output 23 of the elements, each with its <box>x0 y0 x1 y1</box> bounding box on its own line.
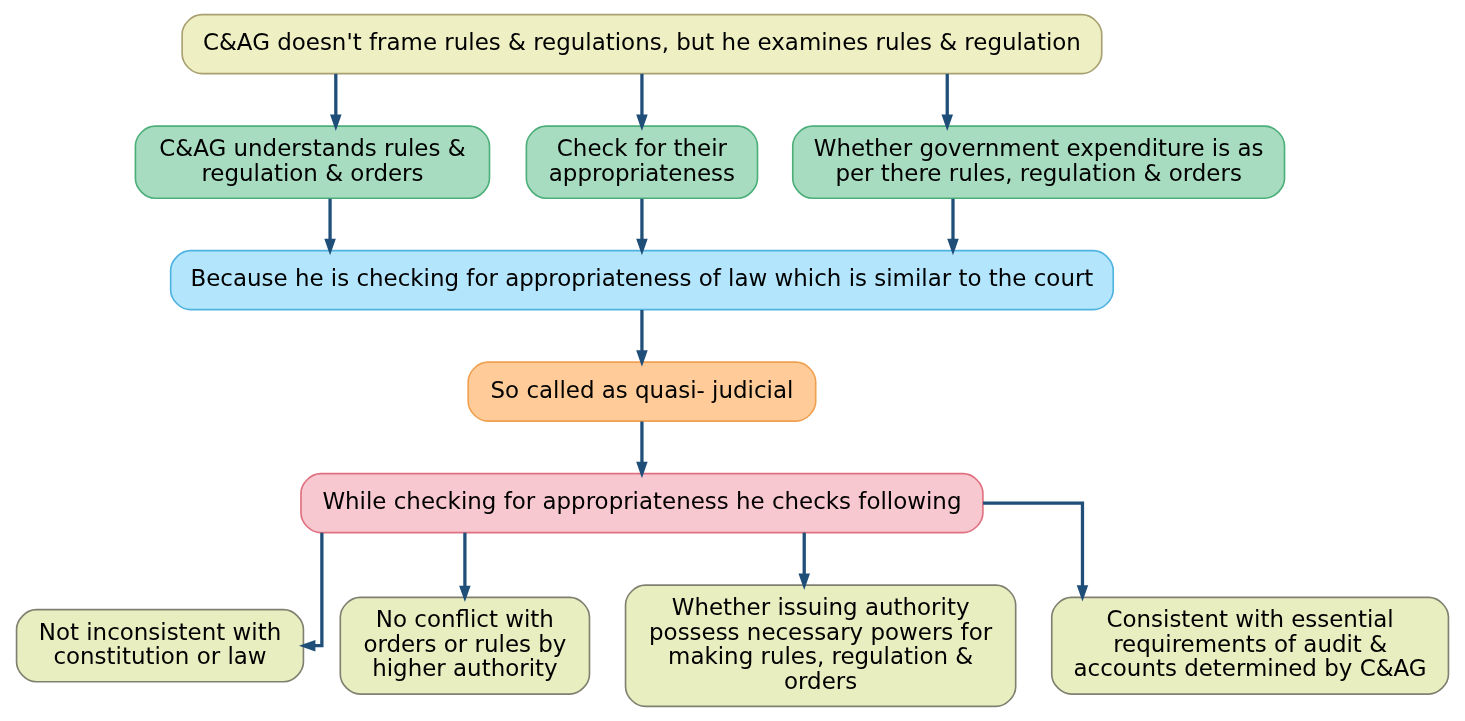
node-box: No conflict with orders or rules by higher authority <box>339 596 591 695</box>
arrow <box>941 73 953 131</box>
arrow <box>798 532 810 590</box>
arrow <box>636 310 648 367</box>
node-box: Whether issuing authority possess necessary powers for making rules, regulation & orders <box>624 584 1017 708</box>
arrow <box>330 73 342 131</box>
arrow <box>636 198 648 256</box>
arrow <box>983 501 1089 602</box>
arrow <box>636 73 648 131</box>
node-box: Consistent with essential requirements of audit & accounts determined by C&AG <box>1050 596 1450 695</box>
arrow <box>324 198 336 256</box>
arrow <box>947 198 959 256</box>
arrow <box>636 421 648 479</box>
node-box: C&AG doesn't frame rules & regulations, but he examines rules & regulation <box>181 13 1103 75</box>
node-box: C&AG understands rules & regulation & orders <box>134 125 491 200</box>
node-box: So called as quasi- judicial <box>467 361 817 422</box>
node-box: Check for their appropriateness <box>525 125 759 200</box>
node-box: Not inconsistent with constitution or law <box>15 608 305 683</box>
arrow <box>298 532 324 652</box>
node-box: Whether government expenditure is as per there rules, regulation & orders <box>791 125 1286 200</box>
node-box: Because he is checking for appropriateness of law which is similar to the court <box>169 249 1115 311</box>
arrow <box>459 532 471 603</box>
node-box: While checking for appropriateness he checks following <box>300 472 984 534</box>
